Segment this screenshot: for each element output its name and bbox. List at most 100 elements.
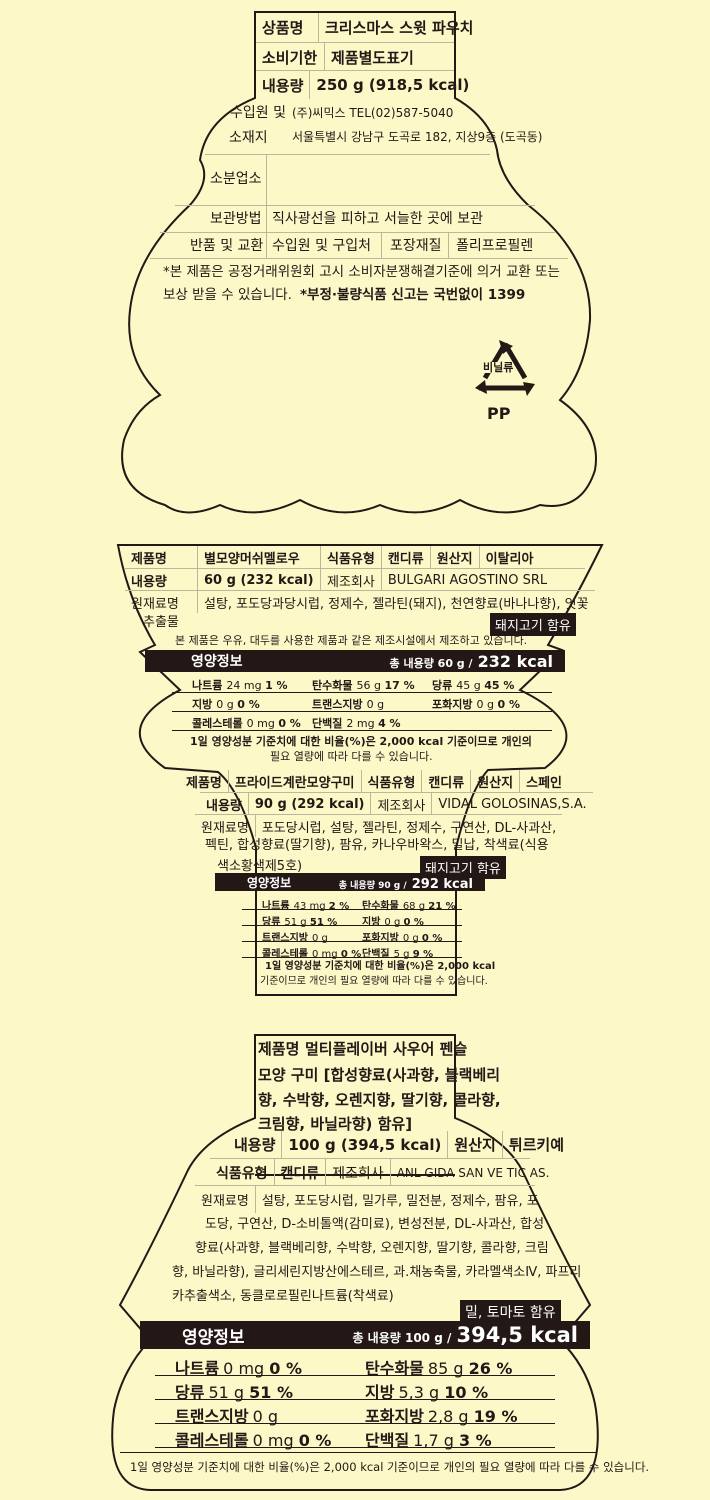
nutrient-amount: 68 g (402, 901, 426, 912)
origin-value: 이탈리아 (485, 551, 534, 567)
nutrient-percent: 0 % (269, 1359, 303, 1378)
nutrient-name: 나트륨 (175, 1359, 220, 1378)
label3-outline (111, 1034, 599, 1491)
ingredients-value: 설탕, 포도당과당시럽, 정제수, 젤라틴(돼지), 천연향료(바나나향), 잇… (204, 596, 589, 612)
label2-outline (116, 544, 604, 996)
packaging-value: 폴리프로필렌 (456, 238, 534, 254)
recycle-category: 비닐류 (483, 361, 514, 374)
row-divider (155, 1375, 555, 1376)
product-name: 모양 구미 [합성향료(사과향, 블랙베리 (258, 1066, 501, 1084)
nutrient-name: 지방 (365, 1383, 395, 1402)
storage-label: 보관방법 (210, 211, 262, 227)
row-divider (172, 730, 552, 731)
ingredients-value: 도당, 구연산, D-소비톨액(감미료), 변성전분, DL-사과산, 합성 (205, 1217, 545, 1232)
row-divider (172, 711, 552, 712)
ingredients-label: 원재료명 (195, 815, 256, 837)
net-label: 내용량 (125, 569, 198, 591)
nutrient-amount: 0 mg (223, 1359, 265, 1378)
product-name-label: 상품명 (256, 13, 319, 42)
nutrient-name: 콜레스테롤 (175, 1431, 249, 1450)
nutrient-amount: 24 mg (226, 679, 262, 692)
maker-label: 제조회사 (371, 793, 433, 815)
row-divider (242, 941, 462, 942)
ingredients-value: 향, 바닐라향), 글리세린지방산에스테르, 과.채농축물, 카라멜색소Ⅳ, 파… (172, 1265, 582, 1280)
nutrient-name: 당류 (262, 917, 281, 928)
nutrient-name: 콜레스테롤 (192, 717, 243, 730)
nutrient-name: 당류 (175, 1383, 205, 1402)
nutrient-name: 지방 (362, 917, 381, 928)
nutrient-amount: 0 g (476, 698, 494, 711)
expiry-label: 소비기한 (256, 43, 325, 71)
ingredients-value: 포도당시럽, 설탕, 젤라틴, 정제수, 구연산, DL-사과산, (261, 820, 557, 836)
allergen-badge: 돼지고기 함유 (490, 613, 576, 636)
product-name-label: 제품명 (180, 770, 229, 792)
nutrient-percent: 0 % (298, 1431, 332, 1450)
recycle-icon (475, 340, 535, 396)
nutrient-name: 포화지방 (365, 1407, 424, 1426)
nutrient-name: 콜레스테롤 (262, 949, 308, 960)
footnote: 1일 영양성분 기준치에 대한 비율(%)은 2,000 kcal 기준이므로 … (190, 735, 532, 748)
nutrient-amount: 45 g (456, 679, 481, 692)
recycle-material: PP (487, 404, 511, 423)
label1-outline (121, 11, 597, 514)
divider (150, 258, 568, 259)
row-divider (242, 957, 462, 958)
address-label: 소재지 (229, 130, 268, 146)
nutrient-amount: 0 g (252, 1407, 279, 1426)
label2b-row-1: 제품명 프라이드계란모양구미 식품유형 캔디류 원산지 스페인 (180, 770, 568, 792)
maker-label: 제조회사 (321, 569, 382, 591)
label3-row-ingredients: 원재료명 설탕, 포도당시럽, 밀가루, 밀전분, 정제수, 팜유, 포 (195, 1185, 539, 1213)
type-value: 캔디류 (382, 546, 431, 568)
nutrient-name: 포화지방 (432, 698, 473, 711)
nutrient-name: 트랜스지방 (262, 933, 308, 944)
origin-label: 원산지 (431, 546, 480, 568)
nutrient-amount: 51 g (208, 1383, 245, 1402)
label2b-row-2: 내용량 90 g (292 kcal) 제조회사 VIDAL GOLOSINAS… (200, 792, 593, 815)
nutrient-amount: 0 mg (246, 717, 275, 730)
divider (120, 1452, 596, 1453)
ingredients-value: 추출물 (143, 615, 179, 630)
nutrient-amount: 51 g (284, 917, 307, 928)
nutrient-amount: 2,8 g (427, 1407, 469, 1426)
type-label: 식품유형 (210, 1159, 275, 1186)
label2a-row-1: 제품명 별모양머쉬멜로우 식품유형 캔디류 원산지 이탈리아 (125, 546, 539, 568)
nutrient-amount: 0 g (366, 698, 385, 711)
returns-value: 수입원 및 구입처 (272, 238, 372, 254)
nutrient-amount: 0 g (384, 917, 401, 928)
net-label: 내용량 (256, 71, 311, 99)
label2b-row-3: 원재료명 포도당시럽, 설탕, 젤라틴, 정제수, 구연산, DL-사과산, (195, 814, 563, 837)
product-name-label: 제품명 (258, 1040, 300, 1058)
divider (160, 232, 555, 233)
nutrient-amount: 85 g (427, 1359, 464, 1378)
nutrient-name: 단백질 (312, 717, 343, 730)
nutrition-header: 영양정보 총 내용량 100 g / 394,5 kcal (140, 1321, 590, 1349)
nutrient-percent: 1 % (265, 679, 288, 692)
packaging-label: 포장재질 (390, 238, 442, 254)
product-name: 별모양머쉬멜로우 (198, 546, 321, 568)
label1-row-net: 내용량 250 g (918,5 kcal) (256, 70, 469, 99)
nutrient-name: 당류 (432, 679, 453, 692)
nutrient-amount: 0 g (402, 933, 419, 944)
nutrient-name: 탄수화물 (362, 901, 399, 912)
row-divider (155, 1423, 555, 1424)
row-divider (242, 925, 462, 926)
net-value: 100 g (394,5 kcal) (282, 1131, 449, 1158)
nutrition-title: 영양정보 (191, 654, 243, 670)
total-kcal: 232 kcal (477, 651, 553, 671)
net-label: 내용량 (228, 1131, 283, 1158)
origin-label: 원산지 (448, 1131, 503, 1158)
nutrient-amount: 5 g (393, 949, 410, 960)
nutrient-percent: 0 % (403, 917, 424, 928)
nutrient-percent: 0 % (340, 949, 362, 960)
